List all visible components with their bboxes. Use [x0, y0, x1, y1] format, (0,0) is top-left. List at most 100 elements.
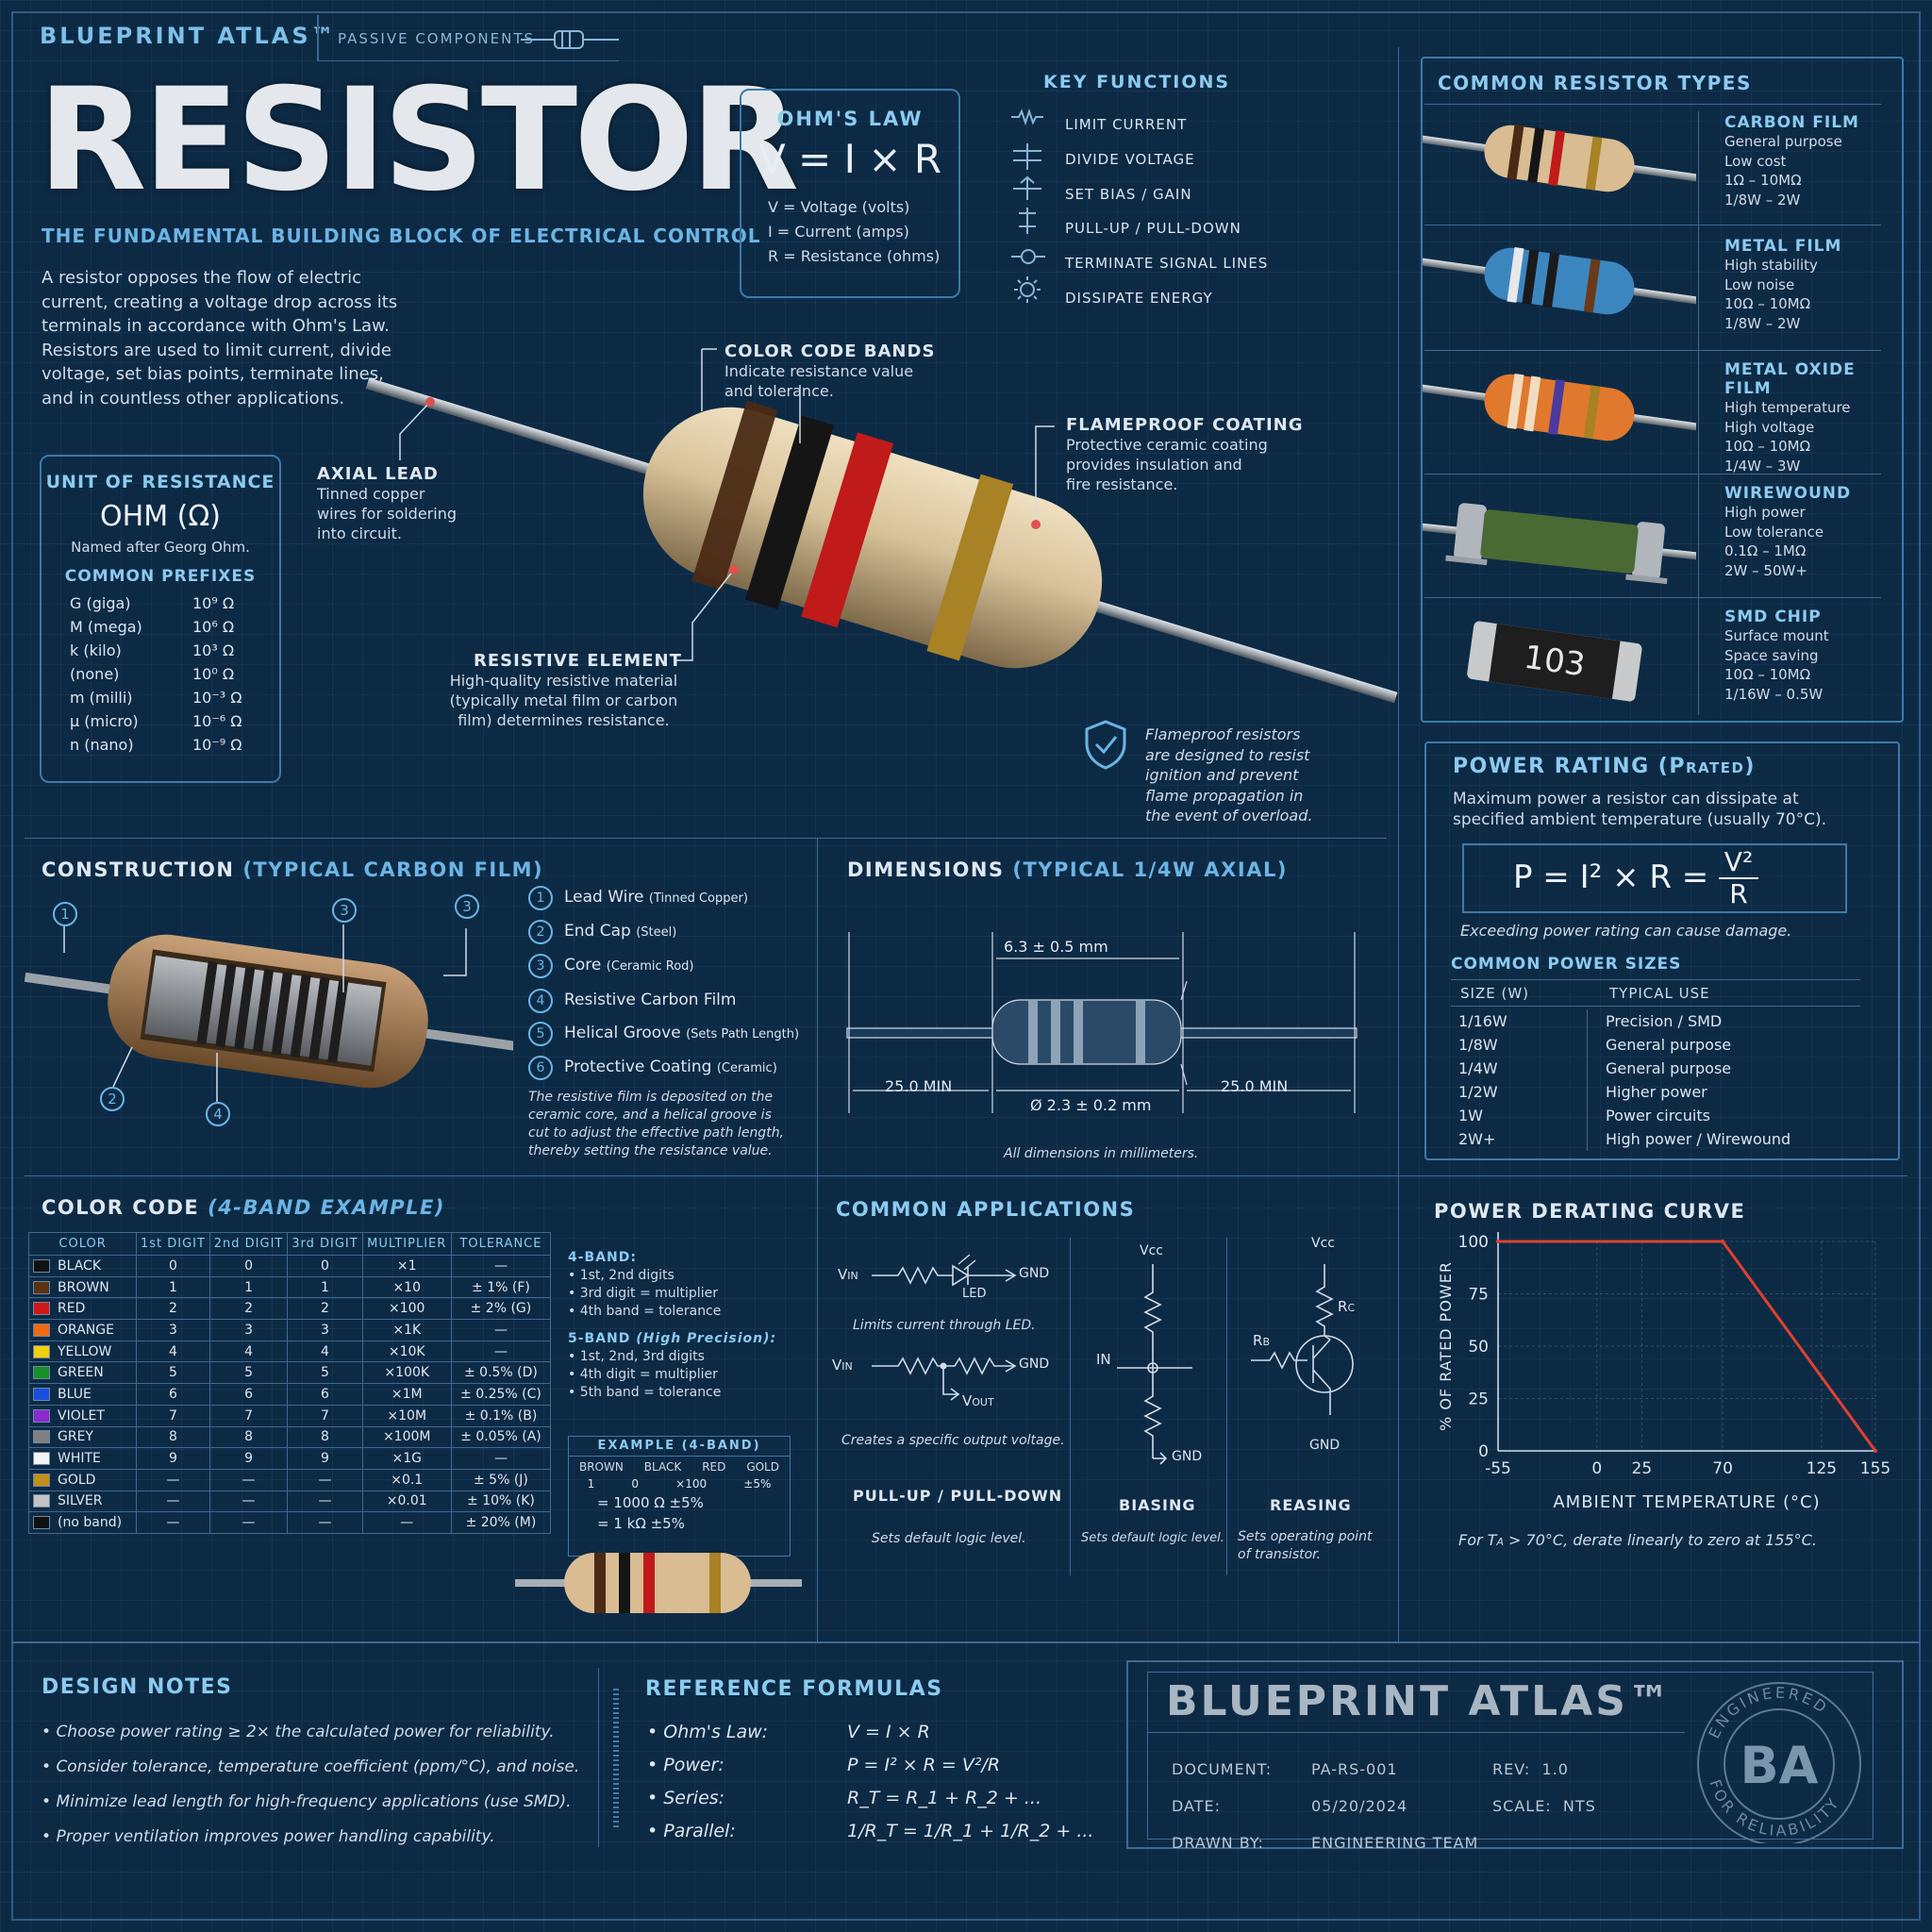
- color-code-cell: —: [287, 1468, 363, 1491]
- footer-rule: [598, 1668, 599, 1847]
- color-code-cell: ×100: [361, 1297, 452, 1321]
- header-divider: [317, 15, 319, 60]
- transistor-vcc-label: Vcc: [1311, 1236, 1335, 1251]
- color-code-cell: 1: [136, 1275, 210, 1299]
- sizes-col1: SIZE (W): [1460, 985, 1530, 1002]
- color-swatch: [33, 1302, 50, 1316]
- unit-title: UNIT OF RESISTANCE: [45, 472, 275, 492]
- color-swatch: [33, 1344, 50, 1358]
- power-sizes-title: COMMON POWER SIZES: [1451, 955, 1682, 974]
- color-code-cell: ×10M: [361, 1404, 452, 1427]
- color-code-cell: ± 5% (J): [450, 1468, 552, 1491]
- x-tick-label: 125: [1807, 1459, 1837, 1478]
- color-code-cell: ×0.1: [361, 1468, 452, 1491]
- color-code-cell: 5: [136, 1361, 210, 1385]
- unit-note: Named after Georg Ohm.: [71, 539, 250, 556]
- rb-label: RB: [1253, 1332, 1270, 1349]
- unit-value: OHM (Ω): [100, 500, 221, 533]
- dimensions-drawing: [846, 932, 1357, 1113]
- color-code-cell: —: [450, 1319, 552, 1341]
- design-note: • Minimize lead length for high-frequenc…: [42, 1792, 572, 1811]
- types-column-rule: [1698, 111, 1699, 715]
- key-function-item: LIMIT CURRENT: [1065, 116, 1188, 133]
- footer-section-rule: [11, 1641, 1921, 1643]
- middle-section-rule: [25, 838, 1387, 839]
- color-swatch: [33, 1452, 50, 1466]
- dim-diameter: Ø 2.3 ± 0.2 mm: [1030, 1096, 1152, 1114]
- chart-title: POWER DERATING CURVE: [1434, 1200, 1746, 1223]
- color-code-row: GOLD———×0.1± 5% (J): [27, 1468, 552, 1491]
- center-column-rule: [817, 838, 818, 1641]
- apps-rule: [1226, 1238, 1227, 1575]
- color-code-cell: ± 0.5% (D): [450, 1361, 552, 1385]
- color-code-cell: 4: [208, 1340, 289, 1363]
- color-code-cell: —: [361, 1511, 452, 1534]
- page-subtitle: THE FUNDAMENTAL BUILDING BLOCK OF ELECTR…: [42, 225, 761, 247]
- metal-oxide-illustration: [1423, 374, 1696, 441]
- color-code-title: COLOR CODE (4-BAND EXAMPLE): [42, 1196, 445, 1219]
- color-swatch: [33, 1280, 50, 1294]
- band-notes: 4-BAND: • 1st, 2nd digits• 3rd digit = m…: [568, 1250, 777, 1400]
- color-swatch: [33, 1430, 50, 1444]
- biasing-title: BIASING: [1119, 1496, 1196, 1514]
- prefixes-title: COMMON PREFIXES: [64, 567, 257, 586]
- resistor-types-title: COMMON RESISTOR TYPES: [1438, 72, 1752, 94]
- sizes-rule: [1451, 979, 1860, 980]
- ohms-law-title: OHM'S LAW: [776, 108, 924, 130]
- color-code-cell: 5: [287, 1361, 363, 1385]
- design-note: • Proper ventilation improves power hand…: [42, 1827, 495, 1846]
- apps-rule: [1070, 1238, 1071, 1575]
- color-name: BLUE: [58, 1386, 92, 1402]
- color-swatch: [33, 1408, 50, 1423]
- color-name: (no band): [58, 1515, 123, 1531]
- pull-title: PULL-UP / PULL-DOWN: [853, 1487, 1063, 1505]
- design-note: • Choose power rating ≥ 2× the calculate…: [42, 1723, 555, 1741]
- color-name: VIOLET: [58, 1407, 105, 1424]
- outer-frame: [11, 11, 1921, 1921]
- color-code-cell: 0: [208, 1255, 289, 1277]
- color-code-cell: ± 10% (K): [450, 1490, 552, 1513]
- sizes-col2: TYPICAL USE: [1609, 985, 1710, 1002]
- color-code-cell: 4: [136, 1340, 210, 1363]
- y-tick-label: 0: [1478, 1442, 1489, 1461]
- color-code-cell: 2: [208, 1297, 289, 1321]
- title-block-rev-scale: REV: 1.0 SCALE: NTS: [1492, 1760, 1596, 1815]
- power-formula-box: [1462, 843, 1847, 913]
- biasing-caption: Sets default logic level.: [1081, 1531, 1224, 1545]
- color-code-cell: 2: [136, 1297, 210, 1321]
- color-code-cell: —: [450, 1447, 552, 1470]
- seal-top-text: ENGINEERED: [1705, 1684, 1829, 1741]
- title-block-labels: DOCUMENT:DATE:DRAWN BY:: [1172, 1760, 1273, 1852]
- color-code-cell: ×1K: [361, 1319, 452, 1341]
- color-name: BROWN: [58, 1279, 109, 1295]
- shield-check-icon: [1085, 720, 1126, 770]
- ohms-law-box: OHM'S LAW V = I × R V = Voltage (volts)I…: [740, 89, 960, 298]
- color-name: RED: [58, 1301, 86, 1317]
- x-tick-label: -55: [1485, 1459, 1511, 1478]
- color-name: BLACK: [58, 1257, 102, 1274]
- dim-note: All dimensions in millimeters.: [1004, 1146, 1199, 1161]
- color-code-cell: 9: [208, 1447, 289, 1470]
- derating-point: [1874, 1449, 1877, 1453]
- color-name: YELLOW: [58, 1343, 112, 1359]
- terminate-icon: [1011, 249, 1045, 264]
- applications-title: COMMON APPLICATIONS: [836, 1198, 1136, 1221]
- color-code-cell: —: [208, 1511, 289, 1534]
